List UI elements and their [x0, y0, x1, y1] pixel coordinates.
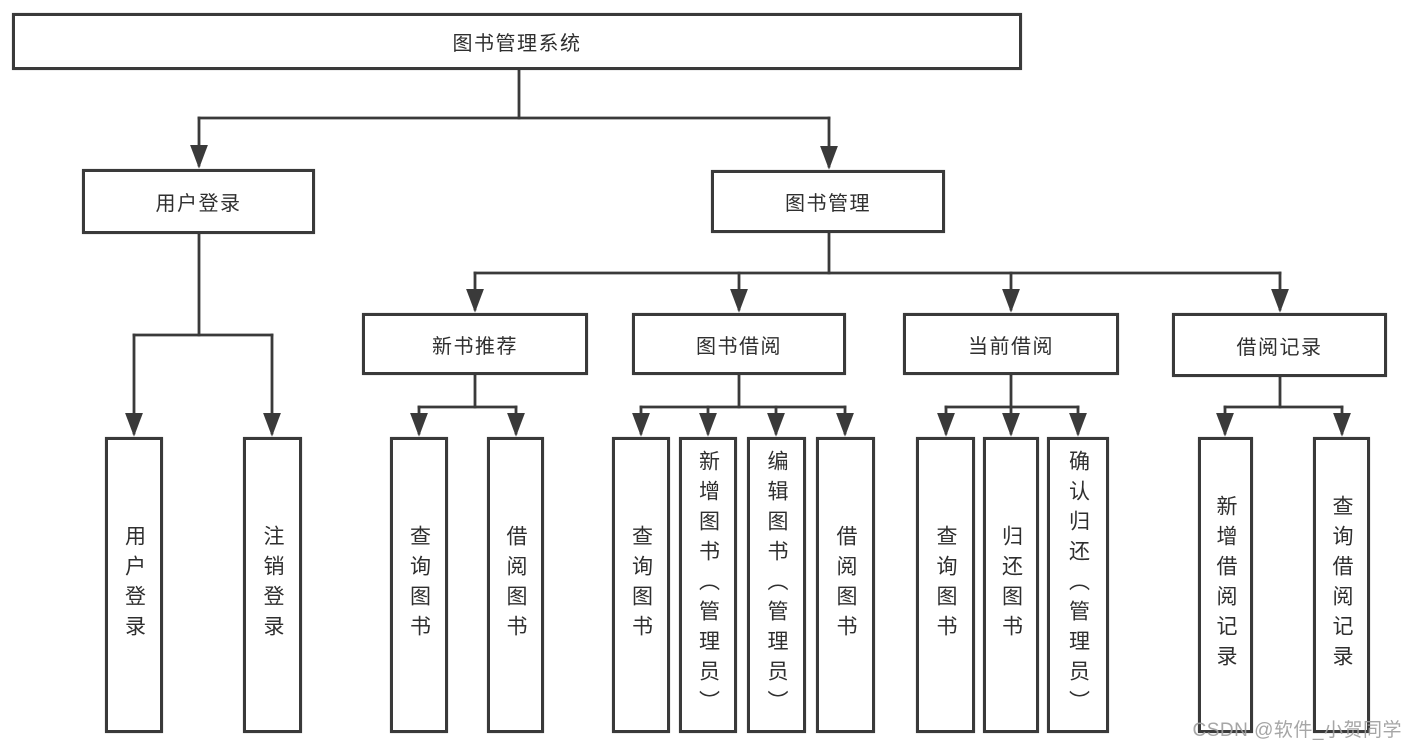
node-user-login: 用户登录	[82, 169, 315, 234]
leaf-user-login: 用户登录	[105, 437, 163, 733]
leaf-current-query-books: 查询图书	[916, 437, 975, 733]
leaf-borrow-query-books: 查询图书	[612, 437, 670, 733]
leaf-current-return-books: 归还图书	[983, 437, 1039, 733]
leaf-records-add-record: 新增借阅记录	[1198, 437, 1253, 733]
node-current-borrowing: 当前借阅	[903, 313, 1119, 375]
node-book-management: 图书管理	[711, 170, 945, 233]
leaf-rec-borrow-books: 借阅图书	[487, 437, 544, 733]
node-book-borrowing: 图书借阅	[632, 313, 846, 375]
leaf-current-confirm-return: 确认归还（管理员）	[1047, 437, 1109, 733]
node-borrowing-records: 借阅记录	[1172, 313, 1387, 377]
watermark-text: CSDN @软件_小贺同学	[1192, 720, 1402, 741]
leaf-borrow-edit-books: 编辑图书（管理员）	[747, 437, 806, 733]
leaf-records-query-record: 查询借阅记录	[1313, 437, 1370, 733]
node-new-book-recommendation: 新书推荐	[362, 313, 588, 375]
leaf-borrow-add-books: 新增图书（管理员）	[679, 437, 737, 733]
leaf-borrow-borrow-books: 借阅图书	[816, 437, 875, 733]
leaf-logout: 注销登录	[243, 437, 302, 733]
leaf-rec-query-books: 查询图书	[390, 437, 448, 733]
node-root-system: 图书管理系统	[12, 13, 1022, 70]
